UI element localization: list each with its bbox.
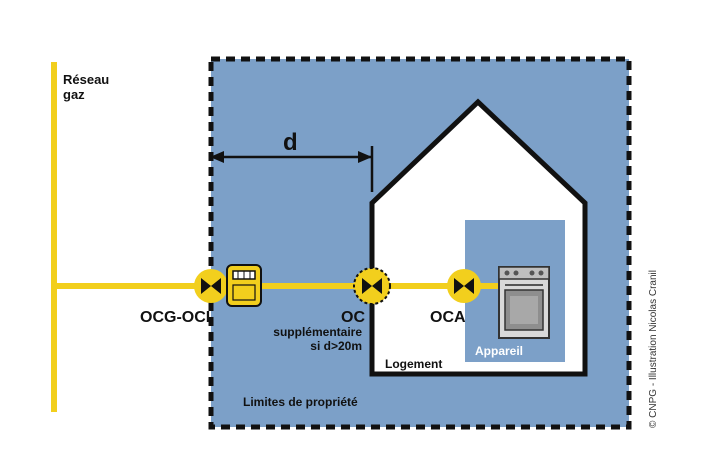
distance-dimension bbox=[210, 146, 374, 192]
distance-label: d bbox=[283, 129, 298, 156]
ocg-oci-label: OCG-OCI bbox=[140, 309, 210, 326]
gas-meter-icon bbox=[226, 264, 262, 307]
oc-note: supplémentaire bbox=[273, 325, 362, 339]
valve-icon bbox=[447, 269, 481, 303]
valve-icon bbox=[353, 267, 391, 305]
appliance-label: Appareil bbox=[475, 344, 523, 358]
credit-text: © CNPG - Illustration Nicolas Cranil bbox=[648, 270, 659, 428]
oven-icon bbox=[498, 266, 550, 339]
dwelling-label: Logement bbox=[385, 357, 442, 371]
property-limits-label: Limites de propriété bbox=[243, 395, 358, 409]
oc-label: OC bbox=[341, 309, 365, 326]
network-label: Réseau bbox=[63, 72, 109, 87]
network-label: gaz bbox=[63, 87, 85, 102]
oc-note: si d>20m bbox=[310, 339, 362, 353]
valve-icon bbox=[194, 269, 228, 303]
oca-label: OCA bbox=[430, 309, 466, 326]
